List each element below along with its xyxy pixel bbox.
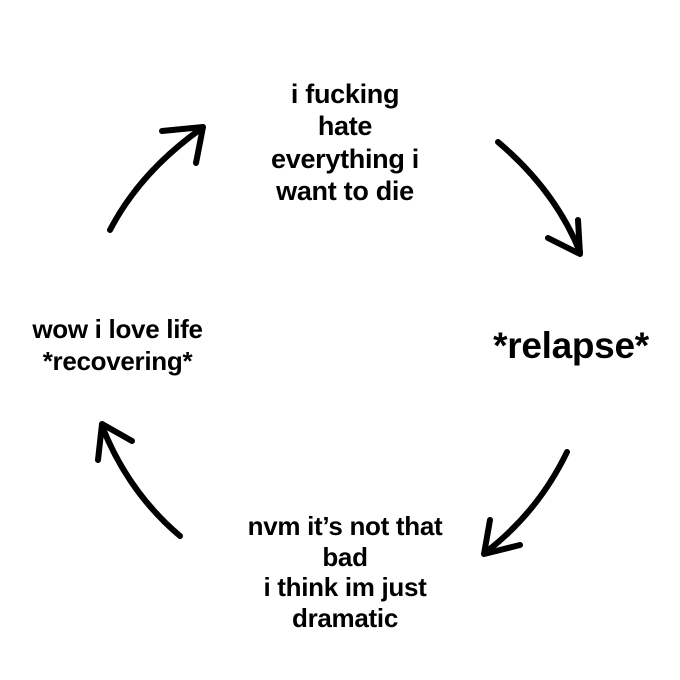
- arrow-bottom-to-left: [95, 421, 183, 539]
- arrow-bottom-to-left-shaft: [99, 423, 183, 539]
- arrow-right-to-bottom: [481, 449, 570, 557]
- node-bottom-line-1: nvm it’s not that: [247, 511, 443, 541]
- cycle-node-left: wow i love life *recovering*: [0, 314, 235, 377]
- cycle-node-top: i fucking hate everything i want to die: [235, 78, 455, 208]
- arrow-left-to-top-shaft: [107, 125, 205, 233]
- node-bottom-line-3: i think im just: [263, 572, 427, 603]
- node-top-line-4: want to die: [276, 176, 414, 207]
- node-top-line-1: i fucking: [290, 79, 400, 109]
- arrow-right-to-bottom-shaft: [483, 449, 570, 555]
- cycle-node-right: *relapse*: [462, 325, 680, 367]
- node-top-line-2: hate: [317, 111, 373, 142]
- cycle-node-bottom: nvm it’s not that bad i think im just dr…: [215, 511, 475, 634]
- arrow-left-to-top: [107, 124, 206, 233]
- arrow-top-to-right-head: [545, 217, 583, 257]
- arrow-left-to-top-head: [159, 124, 206, 166]
- node-bottom-line-4: dramatic: [292, 603, 398, 634]
- node-left-line-2: *recovering*: [42, 345, 193, 376]
- node-top-line-3: everything i: [271, 143, 419, 174]
- arrow-bottom-to-left-head: [95, 421, 135, 463]
- node-right-line-1: *relapse*: [493, 325, 649, 366]
- arrow-right-to-bottom-head: [481, 517, 523, 557]
- arrow-top-to-right: [495, 139, 583, 257]
- arrow-top-to-right-shaft: [495, 139, 583, 255]
- node-bottom-line-2: bad: [322, 541, 368, 572]
- node-left-line-1: wow i love life: [32, 314, 203, 344]
